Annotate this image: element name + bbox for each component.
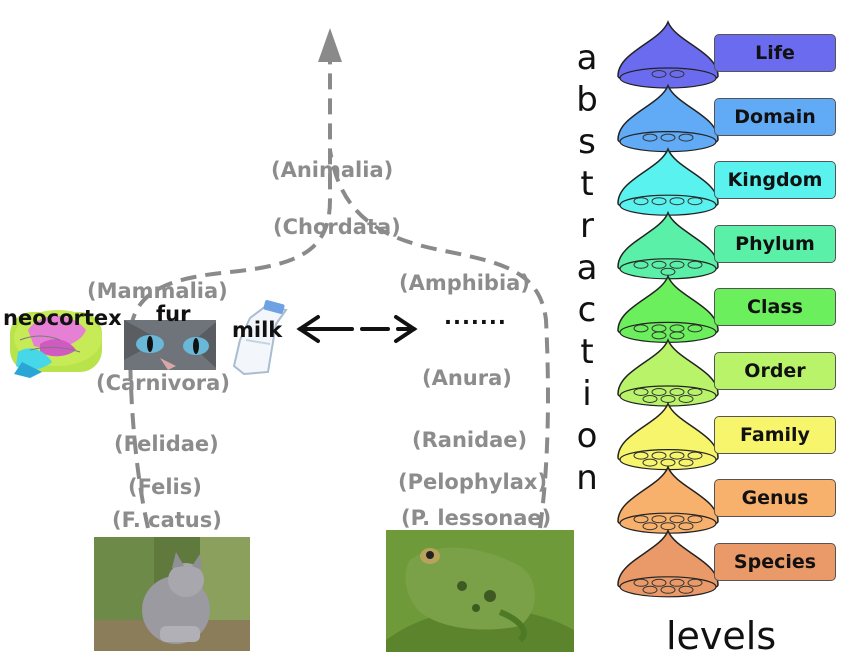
taxon-felis: (Felis) bbox=[128, 475, 202, 499]
frog-lineage-path bbox=[328, 149, 550, 529]
level-unit-dot bbox=[642, 522, 658, 531]
abstraction-letter-2: s bbox=[578, 122, 596, 162]
level-unit-dot bbox=[669, 331, 685, 340]
taxon-animalia: (Animalia) bbox=[271, 158, 394, 182]
level-unit-dot bbox=[651, 578, 667, 587]
taxon-p-lessonae: (P. lessonae) bbox=[401, 506, 552, 530]
level-unit-dot bbox=[633, 515, 649, 524]
level-unit-dot bbox=[633, 451, 649, 460]
taxon-chordata: (Chordata) bbox=[273, 215, 401, 239]
kitten-photo bbox=[94, 537, 250, 651]
level-unit-dot bbox=[669, 451, 685, 460]
level-unit-dot bbox=[678, 133, 694, 142]
level-box-order: Order bbox=[714, 352, 836, 390]
level-box-class: Class bbox=[714, 288, 836, 327]
level-unit-dot bbox=[642, 395, 658, 403]
level-unit-dot bbox=[669, 197, 685, 206]
level-unit-dot bbox=[678, 395, 694, 403]
level-unit-dot bbox=[687, 388, 703, 396]
abstraction-letter-4: r bbox=[580, 206, 594, 246]
taxon-ranidae: (Ranidae) bbox=[412, 428, 528, 452]
cat-lineage-path bbox=[127, 60, 332, 529]
level-unit-dot bbox=[669, 388, 685, 396]
level-box-life: Life bbox=[714, 34, 836, 72]
level-unit-dot bbox=[669, 260, 685, 269]
level-unit-dot bbox=[660, 585, 676, 594]
abstraction-letter-7: t bbox=[580, 332, 594, 372]
level-unit-dot bbox=[669, 578, 685, 587]
level-box-phylum: Phylum bbox=[714, 224, 836, 263]
trait-milk: milk bbox=[232, 318, 283, 342]
abstraction-letter-6: c bbox=[577, 290, 597, 330]
level-box-kingdom: Kingdom bbox=[714, 161, 836, 200]
level-unit-dot bbox=[633, 388, 649, 396]
level-unit-dot bbox=[633, 578, 649, 587]
up-arrowhead bbox=[318, 28, 342, 62]
level-box-family: Family bbox=[714, 415, 836, 454]
level-unit-dot bbox=[651, 70, 667, 78]
level-unit-dot bbox=[669, 70, 685, 78]
taxon-pelophylax: (Pelophylax) bbox=[398, 470, 548, 494]
abstraction-letter-0: a bbox=[576, 38, 598, 78]
level-unit-dot bbox=[651, 260, 667, 269]
milk-bottle-image bbox=[232, 300, 288, 376]
taxon-mammalia: (Mammalia) bbox=[87, 279, 228, 303]
level-unit-dot bbox=[669, 515, 685, 524]
taxon-felidae: (Felidae) bbox=[114, 432, 219, 456]
level-unit-dot bbox=[687, 515, 703, 524]
taxon-carnivora: (Carnivora) bbox=[96, 371, 230, 395]
level-unit-dot bbox=[642, 458, 658, 467]
level-unit-dot bbox=[642, 133, 658, 142]
level-unit-dot bbox=[678, 585, 694, 594]
frog-photo bbox=[386, 530, 574, 652]
brain-image bbox=[10, 310, 102, 378]
level-unit-dot bbox=[678, 522, 694, 531]
levels-caption: levels bbox=[666, 614, 777, 658]
level-box-species: Species bbox=[714, 542, 836, 581]
level-unit-dot bbox=[651, 451, 667, 460]
level-unit-dot bbox=[642, 585, 658, 594]
abstraction-levels-stack bbox=[617, 19, 719, 598]
level-unit-dot bbox=[687, 451, 703, 460]
level-unit-dot bbox=[687, 578, 703, 587]
level-unit-dot bbox=[633, 260, 649, 269]
double-arrow bbox=[296, 315, 418, 343]
taxon-amphibia: (Amphibia) bbox=[399, 271, 530, 295]
level-box-genus: Genus bbox=[714, 479, 836, 518]
abstraction-letter-1: b bbox=[576, 80, 598, 120]
taxon-anura: (Anura) bbox=[422, 366, 512, 390]
abstraction-letter-3: t bbox=[580, 164, 594, 204]
fur-image bbox=[124, 320, 216, 370]
trait-fur: fur bbox=[156, 302, 191, 326]
level-box-domain: Domain bbox=[714, 97, 836, 136]
trait-neocortex: neocortex bbox=[3, 306, 122, 330]
abstraction-letter-9: o bbox=[576, 416, 598, 456]
abstraction-letter-8: i bbox=[582, 374, 592, 414]
level-unit-dot bbox=[687, 197, 703, 206]
abstraction-letter-10: n bbox=[576, 458, 598, 498]
level-unit-dot bbox=[651, 197, 667, 206]
taxon-f-catus: (F. catus) bbox=[112, 508, 222, 532]
level-unit-dot bbox=[633, 197, 649, 206]
level-unit-dot bbox=[651, 331, 667, 340]
level-unit-dot bbox=[687, 260, 703, 269]
abstraction-letter-5: a bbox=[576, 248, 598, 288]
level-unit-dot bbox=[651, 515, 667, 524]
level-unit-dot bbox=[660, 133, 676, 142]
level-unit-dot bbox=[651, 388, 667, 396]
level-unit-dot bbox=[678, 458, 694, 467]
trait-ellipsis: ....... bbox=[444, 305, 507, 329]
level-unit-dot bbox=[687, 324, 703, 333]
level-unit-dot bbox=[633, 324, 649, 333]
